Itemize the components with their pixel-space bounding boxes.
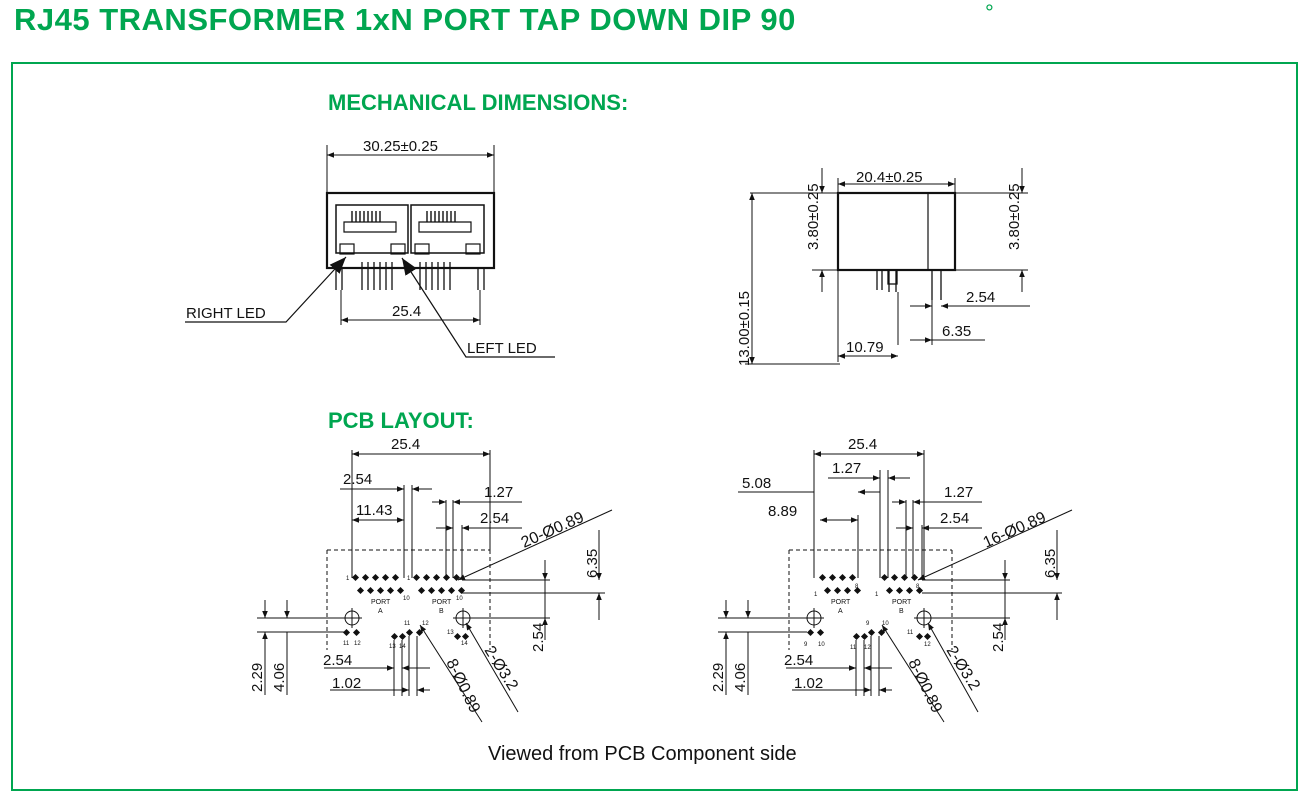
- pcb-right-d4-dim: 1.27: [944, 484, 973, 501]
- pin-label: 10: [403, 596, 410, 602]
- pcb-right-h1-dim: 2.29: [710, 663, 727, 692]
- side-pin-offset-dim: 6.35: [942, 323, 971, 340]
- pin-label: 14: [461, 641, 468, 647]
- section-pcb-title: PCB LAYOUT:: [328, 408, 474, 433]
- pin-label: 12: [924, 642, 931, 648]
- pcb-left-d2-dim: 11.43: [356, 502, 392, 519]
- pcb-right-port-b-letter: B: [899, 608, 904, 615]
- pin-label: 8: [916, 584, 920, 590]
- front-led-pitch-dim: 25.4: [392, 303, 421, 320]
- page-title: RJ45 TRANSFORMER 1xN PORT TAP DOWN DIP 9…: [14, 2, 796, 37]
- pcb-left-holes-note: 20-Ø0.89: [519, 509, 587, 552]
- pcb-left-port-a-label: PORT: [371, 599, 391, 606]
- pcb-left-v1-dim: 6.35: [584, 549, 601, 578]
- pcb-right-holes-note: 16-Ø0.89: [981, 509, 1049, 552]
- pin-label: 12: [864, 645, 871, 651]
- degree-symbol: °: [985, 0, 994, 25]
- pcb-right-mount-holes-note: 2-Ø3.2: [943, 643, 983, 694]
- pcb-right-v2-dim: 2.54: [990, 623, 1007, 652]
- pcb-right-overall-dim: 25.4: [848, 436, 877, 453]
- pin-label: 10: [882, 621, 889, 627]
- pcb-left-d1-dim: 2.54: [343, 471, 372, 488]
- side-depth-dim: 20.4±0.25: [856, 169, 923, 186]
- pcb-left-port-b-label: PORT: [432, 599, 452, 606]
- pcb-right-port-b-label: PORT: [892, 599, 912, 606]
- section-mechanical-title: MECHANICAL DIMENSIONS:: [328, 90, 629, 115]
- footer-note: Viewed from PCB Component side: [488, 743, 797, 765]
- pcb-left-b1-dim: 2.54: [323, 652, 352, 669]
- side-pin-pitch-dim: 2.54: [966, 289, 995, 306]
- pin-label: 1: [814, 592, 818, 598]
- pcb-right-v1-dim: 6.35: [1042, 549, 1059, 578]
- pcb-right-d5-dim: 2.54: [940, 510, 969, 527]
- pin-label: 1: [407, 576, 411, 582]
- pin-label: 13: [389, 644, 396, 650]
- pin-label: 1: [346, 576, 350, 582]
- pin-label: 10: [456, 596, 463, 602]
- pcb-right-h2-dim: 4.06: [732, 663, 749, 692]
- pcb-left-v2-dim: 2.54: [530, 623, 547, 652]
- pin-label: 11: [343, 641, 350, 647]
- pcb-layout-left: [257, 450, 613, 723]
- front-view: [185, 145, 555, 358]
- pin-label: 11: [404, 621, 411, 627]
- pcb-left-port-a-letter: A: [378, 608, 383, 615]
- pcb-left-overall-dim: 25.4: [391, 436, 420, 453]
- pcb-right-b2-dim: 1.02: [794, 675, 823, 692]
- right-led-label: RIGHT LED: [186, 305, 266, 322]
- pcb-right-port-a-label: PORT: [831, 599, 851, 606]
- pcb-right-d3-dim: 8.89: [768, 503, 797, 520]
- pin-label: 13: [447, 630, 454, 636]
- pin-label: 14: [399, 644, 406, 650]
- pcb-left-d3-dim: 1.27: [484, 484, 513, 501]
- pin-label: 12: [422, 621, 429, 627]
- pcb-right-b1-dim: 2.54: [784, 652, 813, 669]
- side-total-height-dim: 13.00±0.15: [736, 291, 753, 366]
- pin-label: 11: [850, 645, 857, 651]
- pcb-left-d4-dim: 2.54: [480, 510, 509, 527]
- pin-label: 10: [818, 642, 825, 648]
- pcb-left-led-holes-note: 8-Ø0.89: [442, 656, 483, 716]
- pcb-left-h1-dim: 2.29: [249, 663, 266, 692]
- pcb-left-port-b-letter: B: [439, 608, 444, 615]
- pin-label: 8: [855, 584, 859, 590]
- pcb-right-d1-dim: 5.08: [742, 475, 771, 492]
- pcb-left-b2-dim: 1.02: [332, 675, 361, 692]
- pcb-right-led-holes-note: 8-Ø0.89: [904, 656, 945, 716]
- pcb-right-port-a-letter: A: [838, 608, 843, 615]
- drawing-frame: [11, 62, 1298, 791]
- pcb-right-d2-dim: 1.27: [832, 460, 861, 477]
- pcb-layout-right: [718, 450, 1073, 723]
- side-right-height-dim: 3.80±0.25: [1006, 183, 1023, 250]
- pcb-left-mount-holes-note: 2-Ø3.2: [481, 643, 521, 694]
- pcb-left-h2-dim: 4.06: [271, 663, 288, 692]
- pin-label: 12: [354, 641, 361, 647]
- pin-label: 1: [875, 592, 879, 598]
- left-led-label: LEFT LED: [467, 340, 537, 357]
- pin-label: 11: [907, 630, 914, 636]
- front-width-dim: 30.25±0.25: [363, 138, 438, 155]
- pin-label: 9: [804, 642, 808, 648]
- pin-label: 9: [866, 621, 870, 627]
- side-view: [745, 168, 1030, 365]
- side-left-height-dim: 3.80±0.25: [805, 183, 822, 250]
- side-front-offset-dim: 10.79: [846, 339, 884, 356]
